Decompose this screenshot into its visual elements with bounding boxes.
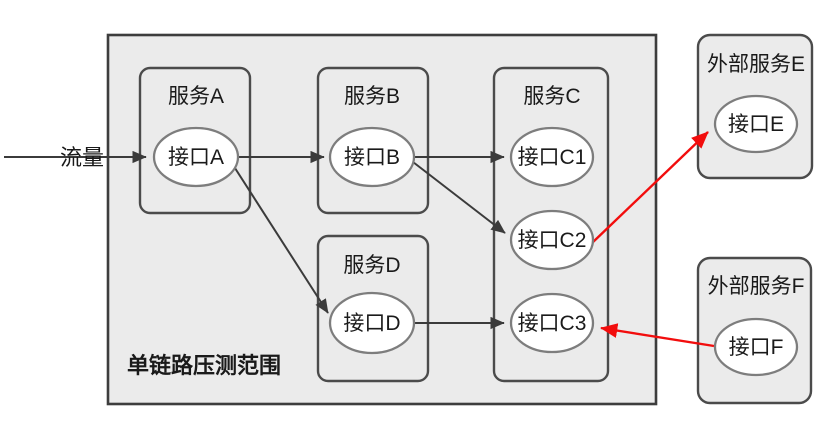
- interface-a-label: 接口A: [168, 146, 224, 169]
- interface-c2-ellipse: [509, 209, 595, 271]
- edge-interface-b-to-interface-c2: [412, 161, 506, 234]
- interface-f-label: 接口F: [729, 336, 784, 359]
- service-a-label: 服务A: [168, 85, 224, 108]
- edge-interface-f-to-interface-c3: [600, 323, 715, 348]
- service-c-label: 服务C: [523, 85, 580, 108]
- edge-interface-a-to-interface-d: [232, 164, 329, 314]
- interface-f-ellipse: [713, 317, 799, 377]
- interface-e-label: 接口E: [728, 113, 784, 136]
- service-b-label: 服务B: [344, 85, 400, 108]
- interface-e-ellipse: [713, 94, 799, 154]
- interface-c3-label: 接口C3: [518, 312, 587, 335]
- interface-c1-ellipse: [509, 126, 595, 188]
- service-d-label: 服务D: [343, 254, 400, 277]
- traffic-label: 流量: [60, 145, 104, 170]
- scope-label: 单链路压测范围: [127, 353, 281, 378]
- interface-b-ellipse: [328, 126, 416, 188]
- interface-c3-ellipse: [509, 292, 595, 354]
- interface-d-label: 接口D: [343, 312, 400, 335]
- external-service-f-label: 外部服务F: [708, 275, 805, 298]
- external-service-e-label: 外部服务E: [707, 53, 805, 76]
- interface-c1-label: 接口C1: [518, 146, 587, 169]
- interface-b-label: 接口B: [344, 146, 400, 169]
- interface-c2-label: 接口C2: [518, 229, 587, 252]
- interface-d-ellipse: [328, 291, 416, 355]
- edge-interface-c2-to-interface-e: [591, 131, 709, 244]
- interface-a-ellipse: [152, 126, 240, 188]
